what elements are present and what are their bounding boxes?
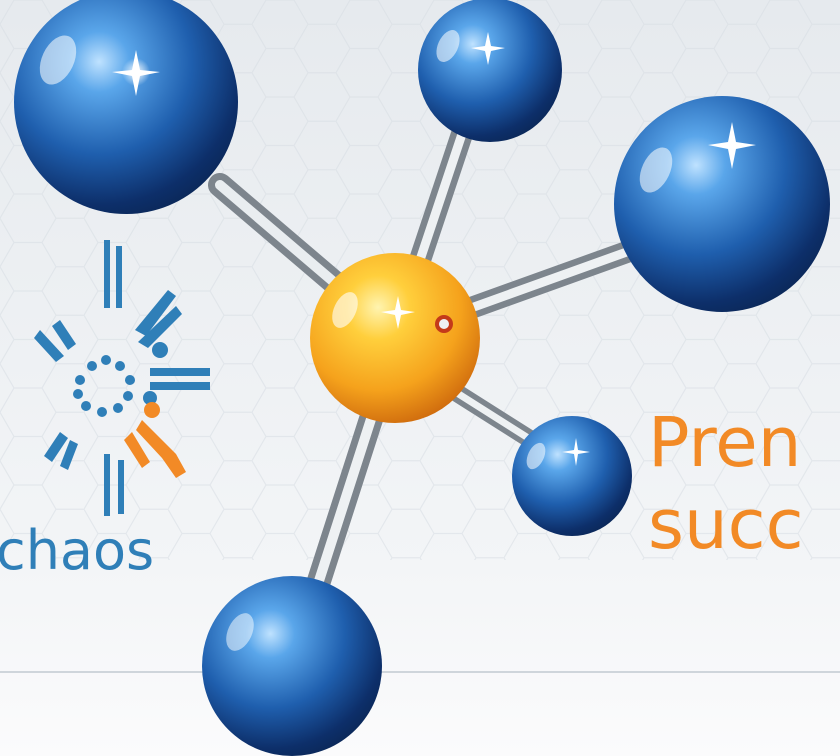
sphere-center-orange <box>310 253 480 423</box>
sphere-bottom <box>202 576 382 756</box>
sphere-right <box>614 96 830 312</box>
people-circle-logo-icon <box>34 240 210 516</box>
headline-line-2: succ <box>648 485 804 565</box>
sphere-top-left <box>14 0 238 214</box>
sphere-top-center <box>418 0 562 142</box>
sphere-small-right <box>512 416 632 536</box>
headline-line-1: Pren <box>648 403 802 483</box>
headline-text: Pren succ <box>648 402 804 566</box>
logo-wordmark: chaos <box>0 519 155 582</box>
